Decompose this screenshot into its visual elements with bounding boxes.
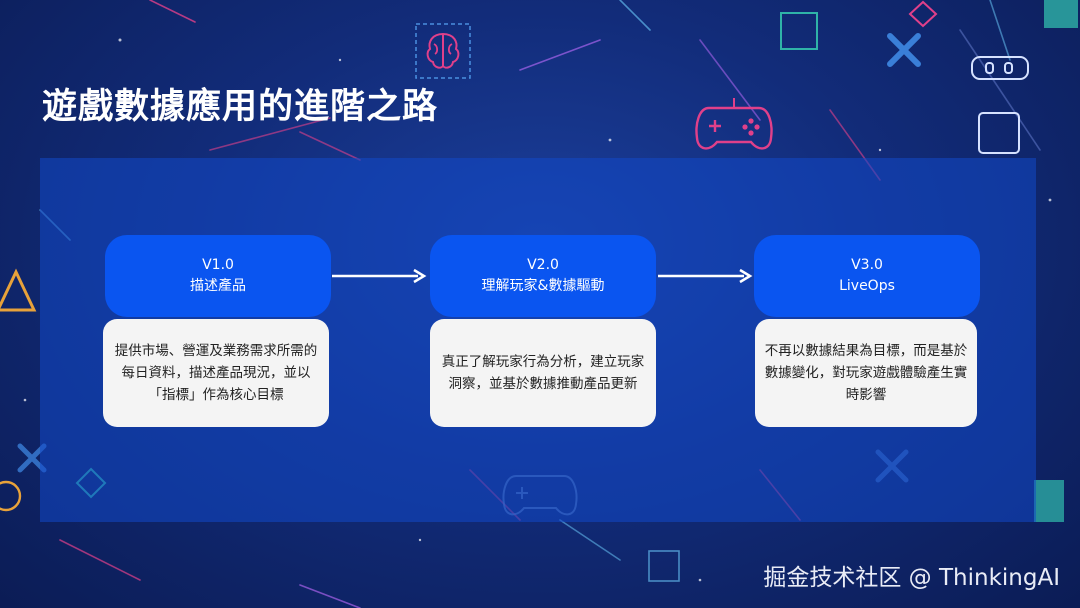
stage-v2-header: V2.0 理解玩家&數據驅動: [430, 235, 656, 317]
square-icon: [1044, 0, 1078, 28]
stage-name: 描述產品: [190, 278, 246, 294]
square-icon: [648, 550, 680, 582]
circle-icon: [0, 480, 22, 512]
square-icon: [1034, 480, 1064, 522]
stage-v1-description: 提供市場、營運及業務需求所需的每日資料，描述產品現況，並以「指標」作為核心目標: [103, 319, 329, 427]
stage-description-text: 提供市場、營運及業務需求所需的每日資料，描述產品現況，並以「指標」作為核心目標: [114, 343, 318, 403]
arrow-right-icon: [658, 268, 753, 284]
stage-v2: V2.0 理解玩家&數據驅動 真正了解玩家行為分析，建立玩家洞察，並基於數據推動…: [430, 235, 656, 427]
stage-name: LiveOps: [839, 278, 895, 294]
stage-v3-header: V3.0 LiveOps: [754, 235, 980, 317]
diamond-icon: [908, 0, 938, 28]
stage-v2-description: 真正了解玩家行為分析，建立玩家洞察，並基於數據推動產品更新: [430, 319, 656, 427]
stage-version: V3.0: [851, 257, 883, 273]
x-mark-icon: [887, 33, 921, 67]
stage-v3: V3.0 LiveOps 不再以數據結果為目標，而是基於數據變化，對玩家遊戲體驗…: [754, 235, 980, 427]
stage-version: V1.0: [202, 257, 234, 273]
arrow-right-icon: [332, 268, 427, 284]
stage-v1: V1.0 描述產品 提供市場、營運及業務需求所需的每日資料，描述產品現況，並以「…: [103, 235, 331, 427]
page-title: 遊戲數據應用的進階之路: [42, 87, 439, 127]
stage-v3-description: 不再以數據結果為目標，而是基於數據變化，對玩家遊戲體驗產生實時影響: [755, 319, 977, 427]
stage-description-text: 真正了解玩家行為分析，建立玩家洞察，並基於數據推動產品更新: [441, 354, 645, 392]
stage-version: V2.0: [527, 257, 559, 273]
stage-v1-header: V1.0 描述產品: [105, 235, 331, 317]
stage-description-text: 不再以數據結果為目標，而是基於數據變化，對玩家遊戲體驗產生實時影響: [764, 343, 968, 403]
stage-name: 理解玩家&數據驅動: [481, 278, 605, 294]
triangle-icon: [0, 268, 37, 312]
vr-headset-icon: [971, 56, 1029, 80]
watermark: 掘金技术社区 @ ThinkingAI: [763, 565, 1060, 591]
square-icon: [978, 112, 1020, 154]
square-icon: [780, 12, 818, 50]
gamepad-icon: [695, 98, 773, 150]
brain-icon: [415, 23, 471, 79]
